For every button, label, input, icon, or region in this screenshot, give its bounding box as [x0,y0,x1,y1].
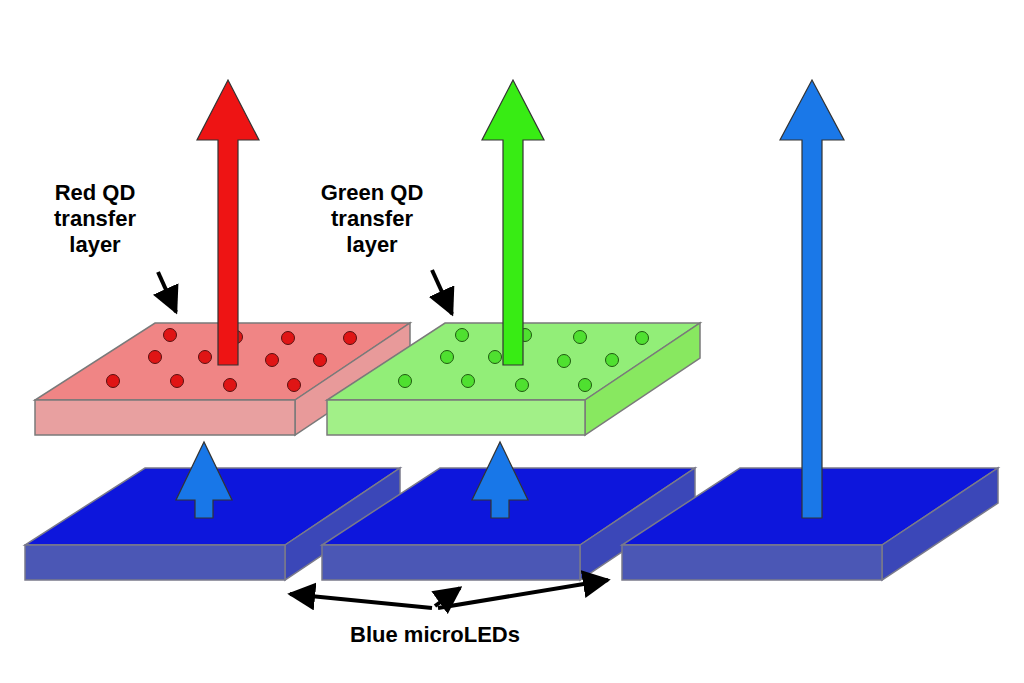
emission-arrows [197,80,844,518]
layer-label: Green QD transfer layer [310,180,435,258]
leader-lines [158,270,608,608]
layer-label: Red QD transfer layer [38,180,153,258]
small-blue-arrows [176,442,528,518]
part-label: Blue microLEDs [305,622,565,648]
